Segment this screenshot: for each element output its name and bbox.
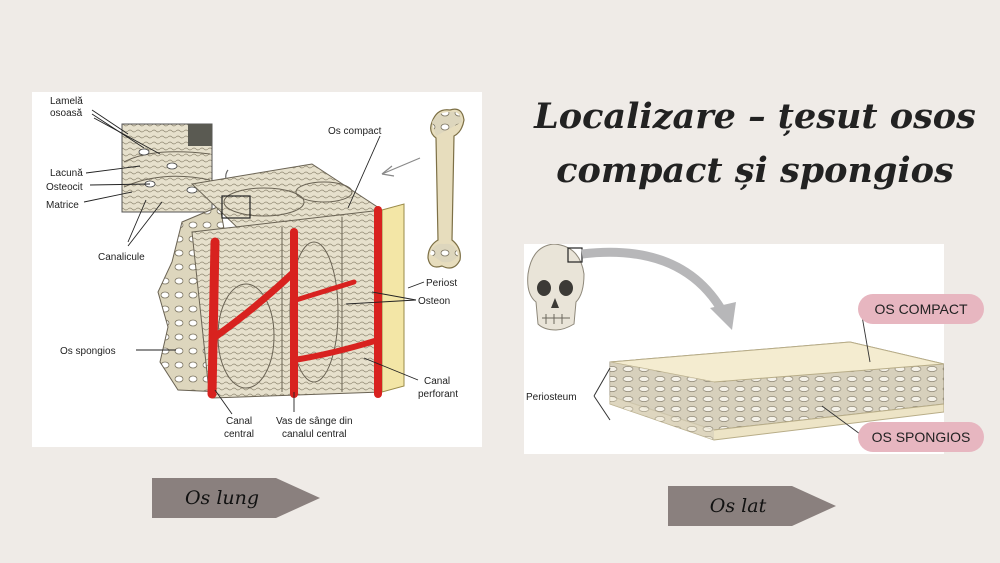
label-vas-line2: canalul central — [282, 429, 346, 440]
compact-bone-top-layer — [609, 341, 944, 383]
label-canal-perforant-line2: perforant — [418, 389, 458, 400]
skull-zoom-arrow — [581, 247, 728, 317]
label-pointer-lines — [83, 109, 425, 415]
label-lamela-line1: Lamelă — [50, 96, 83, 107]
label-lamela-line2: osoasă — [50, 108, 83, 119]
os-lat-tag-text: Os lat — [709, 495, 767, 517]
lamellae-zoom-inset — [121, 123, 213, 213]
flat-bone-illustration: Periosteum — [526, 244, 944, 441]
label-canal-perforant-line1: Canal — [424, 376, 450, 387]
long-bone-diagram: Lamelă osoasă Lacună Osteocit Matrice Ca… — [32, 92, 482, 447]
os-lung-tag-shape — [152, 478, 320, 518]
slide-title: Localizare – țesut osos compact și spong… — [520, 90, 990, 198]
os-compact-pill-text: OS COMPACT — [874, 301, 968, 317]
os-compact-pill: OS COMPACT — [858, 294, 984, 324]
periosteum-strip — [381, 203, 405, 393]
long-bone-icon — [427, 108, 465, 269]
zoom-marker-square — [221, 195, 251, 219]
label-osteocit: Osteocit — [46, 182, 83, 193]
os-lung-tag-text: Os lung — [184, 487, 260, 509]
periosteum-bracket — [593, 367, 611, 421]
skull-icon — [527, 244, 585, 331]
label-canal-central-line1: Canal — [226, 416, 252, 427]
slide-title-line1: Localizare – țesut osos — [534, 96, 976, 137]
os-lung-tag: Os lung — [152, 478, 320, 518]
label-osteon: Osteon — [418, 296, 450, 307]
label-vas-line1: Vas de sânge din — [276, 416, 353, 427]
slide-title-line2: compact și spongios — [556, 150, 954, 191]
label-periosteum: Periosteum — [526, 392, 577, 403]
os-lat-tag: Os lat — [668, 486, 836, 526]
label-canal-central-line2: central — [224, 429, 254, 440]
label-lacuna: Lacună — [50, 168, 83, 179]
flat-bone-diagram: Periosteum — [524, 244, 944, 454]
long-bone-illustration: Lamelă osoasă Lacună Osteocit Matrice Ca… — [46, 96, 465, 440]
os-lat-tag-shape — [668, 486, 836, 526]
femur-pointer-arrow — [381, 157, 421, 175]
os-spongios-pill-text: OS SPONGIOS — [871, 429, 971, 445]
label-periost: Periost — [426, 278, 457, 289]
label-canalicule: Canalicule — [98, 252, 145, 263]
label-os-spongios: Os spongios — [60, 346, 116, 357]
os-spongios-pill: OS SPONGIOS — [858, 422, 984, 452]
skull-zoom-marker — [567, 247, 583, 263]
label-os-compact: Os compact — [328, 126, 382, 137]
label-matrice: Matrice — [46, 200, 79, 211]
